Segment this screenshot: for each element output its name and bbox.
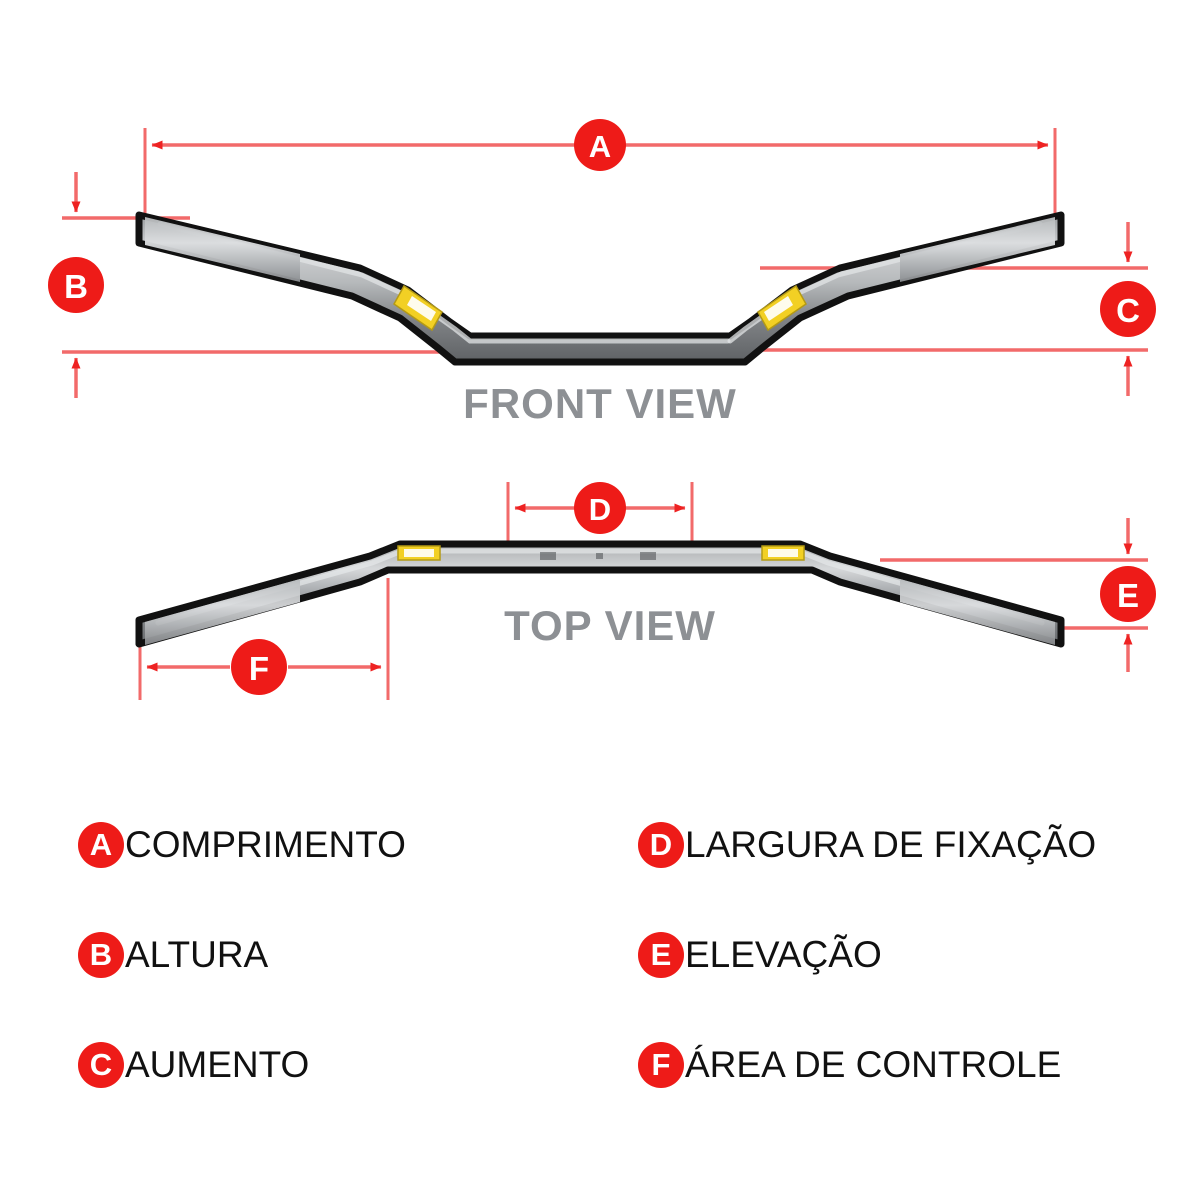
handlebar-front-grip-right (900, 217, 1055, 282)
legend-label-c: AUMENTO (125, 1044, 310, 1085)
front-view-label: FRONT VIEW (463, 380, 737, 427)
legend-badge-d: D (638, 822, 684, 868)
legend-badge-b: B (78, 932, 124, 978)
legend-badge-e: E (638, 932, 684, 978)
legend-item-c: C AUMENTO (78, 1010, 618, 1120)
legend-item-a: A COMPRIMENTO (78, 790, 618, 900)
brand-decal-top-right (761, 545, 805, 561)
legend-item-e: E ELEVAÇÃO (638, 900, 1198, 1010)
dimension-badge-f-letter: F (249, 650, 269, 687)
legend-item-b: B ALTURA (78, 900, 618, 1010)
legend: A COMPRIMENTO D LARGURA DE FIXAÇÃO B ALT… (0, 790, 1200, 1120)
dimension-badge-c: C (1100, 281, 1156, 337)
legend-item-f: F ÁREA DE CONTROLE (638, 1010, 1198, 1120)
dimension-badge-a: A (574, 119, 626, 171)
legend-label-d: LARGURA DE FIXAÇÃO (685, 824, 1097, 865)
dimension-badge-b-letter: B (64, 268, 88, 305)
handlebar-top-view (135, 540, 1065, 648)
legend-badge-c: C (78, 1042, 124, 1088)
dimension-badge-d-letter: D (589, 492, 611, 527)
legend-label-a: COMPRIMENTO (125, 824, 406, 865)
legend-label-b: ALTURA (125, 934, 269, 975)
legend-badge-f: F (638, 1042, 684, 1088)
handlebar-top-grip-left (145, 579, 300, 645)
legend-label-e: ELEVAÇÃO (685, 934, 882, 975)
dimension-badge-e: E (1100, 566, 1156, 622)
legend-item-d: D LARGURA DE FIXAÇÃO (638, 790, 1198, 900)
dimension-badge-a-letter: A (589, 129, 611, 164)
brand-decal-front-right (757, 284, 807, 332)
brand-decal-top-left (397, 545, 441, 561)
legend-badge-a: A (78, 822, 124, 868)
legend-label-f: ÁREA DE CONTROLE (685, 1044, 1062, 1085)
dimension-badge-d: D (574, 482, 626, 534)
handlebar-front-tube (135, 211, 1065, 366)
top-view-label: TOP VIEW (504, 602, 716, 649)
handlebar-front-view (135, 211, 1065, 366)
clamp-knurl-marks (540, 552, 656, 560)
diagram-canvas: FRONT VIEW A B C (48, 119, 1156, 700)
brand-decal-front-left (393, 284, 443, 332)
dimension-badge-e-letter: E (1117, 577, 1139, 614)
top-view-group: TOP VIEW D E F (135, 482, 1156, 700)
handlebar-front-grip-left (145, 217, 300, 282)
front-view-group: FRONT VIEW A B C (48, 119, 1156, 427)
dimension-badge-b: B (48, 257, 104, 313)
handlebar-top-grip-right (900, 579, 1055, 645)
dimension-badge-f: F (231, 639, 287, 695)
dimension-badge-c-letter: C (1116, 292, 1140, 329)
handlebar-top-tube (135, 540, 1065, 648)
